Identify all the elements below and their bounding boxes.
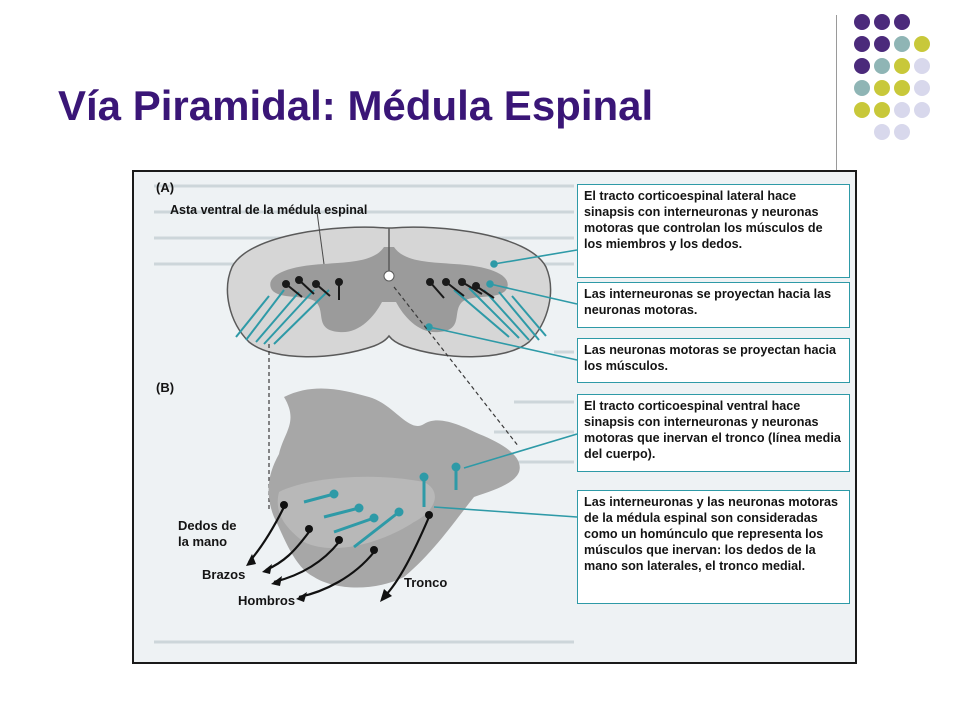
panel-a-label: (A) xyxy=(156,180,175,195)
decorative-dot xyxy=(854,58,870,74)
caption-leader-lines xyxy=(425,249,578,361)
decorative-dot xyxy=(914,102,930,118)
decorative-dot xyxy=(914,36,930,52)
decorative-dot xyxy=(914,58,930,74)
slide-title: Vía Piramidal: Médula Espinal xyxy=(58,82,654,129)
cord-cross-section xyxy=(226,211,552,358)
cord-gray-matter xyxy=(270,247,508,333)
motor-neuron-somas xyxy=(280,501,433,554)
decorative-dot xyxy=(914,80,930,96)
caption-ventral-tract: El tracto corticoespinal ventral hace si… xyxy=(577,394,850,472)
decorative-dot xyxy=(874,102,890,118)
decorative-dot xyxy=(874,58,890,74)
caption-motor-neurons: Las neuronas motoras se proyectan hacia … xyxy=(577,338,850,383)
label-arms: Brazos xyxy=(202,567,246,582)
decorative-dot xyxy=(854,80,870,96)
ventral-horn-enlarged xyxy=(246,388,520,602)
decorative-dot xyxy=(894,80,910,96)
decorative-dot xyxy=(894,14,910,30)
motor-neuron-tracts xyxy=(303,462,461,549)
caption-homunculus: Las interneuronas y las neuronas motoras… xyxy=(577,490,850,604)
projection-dashes xyxy=(268,286,520,510)
decorative-dot xyxy=(874,14,890,30)
label-fingers-line2: la mano xyxy=(178,534,228,549)
label-fingers-line1: Dedos de xyxy=(178,518,237,533)
ventral-horn-label: Asta ventral de la médula espinal xyxy=(170,203,368,217)
efferent-arrowheads xyxy=(246,554,392,602)
spinal-cord-figure: (A) Asta ventral de la médula espinal (B… xyxy=(132,170,857,664)
decorative-dot xyxy=(894,102,910,118)
panel-b-leader-lines xyxy=(433,433,578,518)
gray-matter-lobe xyxy=(277,476,435,549)
decorative-dot xyxy=(894,124,910,140)
tract-lines-left xyxy=(235,289,330,345)
decorative-dot xyxy=(894,58,910,74)
decorative-dot xyxy=(854,14,870,30)
tract-lines-right xyxy=(453,287,547,341)
decorative-dot xyxy=(874,124,890,140)
label-shoulders: Hombros xyxy=(238,593,296,608)
interneuron-axons xyxy=(282,276,495,300)
spinal-cord-diagram xyxy=(154,184,578,644)
caption-lateral-tract: El tracto corticoespinal lateral hace si… xyxy=(577,184,850,278)
caption-interneurons: Las interneuronas se proyectan hacia las… xyxy=(577,282,850,328)
title-divider xyxy=(836,15,837,170)
decorative-dot xyxy=(854,102,870,118)
label-trunk: Tronco xyxy=(404,575,448,590)
decorative-dot-grid xyxy=(854,14,930,140)
decorative-dot xyxy=(894,36,910,52)
panel-b-label: (B) xyxy=(156,380,175,395)
decorative-dot xyxy=(874,80,890,96)
decorative-dot xyxy=(874,36,890,52)
decorative-dot xyxy=(854,36,870,52)
